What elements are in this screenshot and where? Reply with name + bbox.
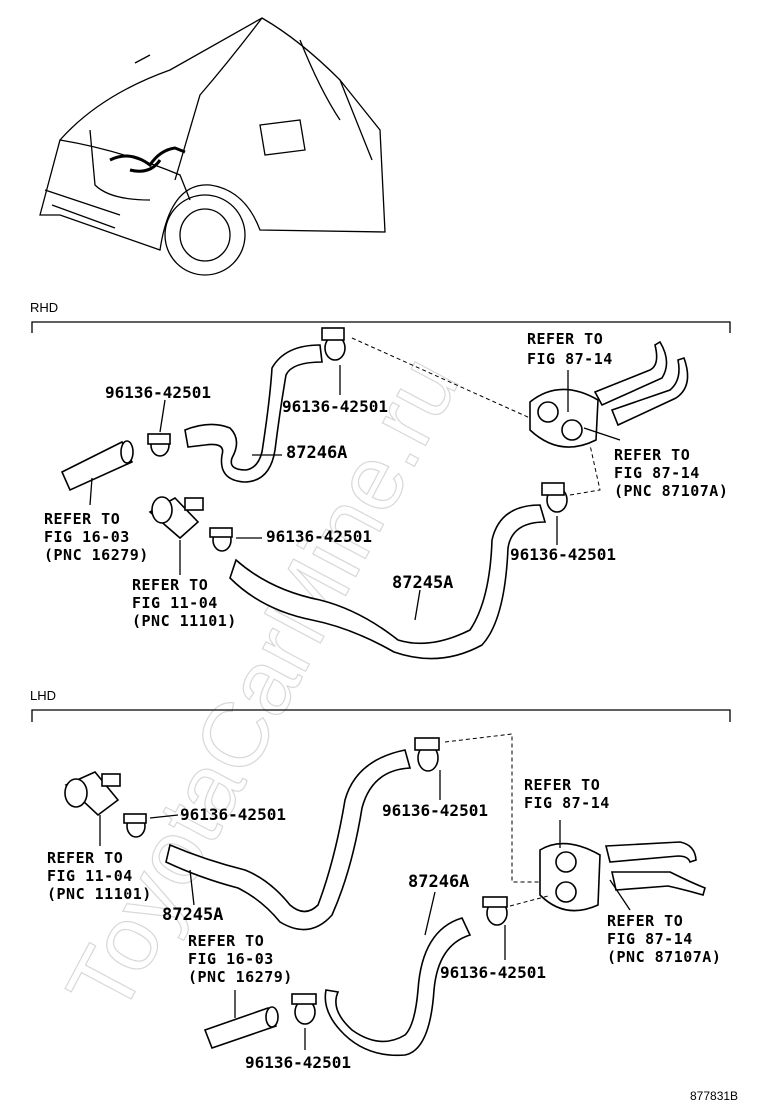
lhd-ref-pipe-2: FIG 87-14 xyxy=(607,930,693,948)
rhd-title: RHD xyxy=(30,300,58,315)
rhd-ref-block-3: (PNC 11101) xyxy=(132,612,237,630)
lhd-clamp-bottom-label: 96136-42501 xyxy=(245,1053,351,1072)
rhd-leaders xyxy=(89,365,621,621)
lhd-ref-block-3: (PNC 11101) xyxy=(47,885,152,903)
figure-id: 877831B xyxy=(690,1089,738,1103)
rhd-engine-pipe xyxy=(60,440,134,492)
lhd-hose-upper-label: 87246A xyxy=(408,872,469,892)
rhd-clamp-right xyxy=(541,482,568,513)
lhd-ref-pipe-1: REFER TO xyxy=(607,912,683,930)
rhd-hose-upper xyxy=(184,344,323,483)
lhd-hose-lower-label: 87245A xyxy=(162,905,223,925)
rhd-hose-upper-label: 87246A xyxy=(286,443,347,463)
rhd-heater-grommet xyxy=(529,388,599,448)
lhd-heater-pipes xyxy=(604,841,706,896)
lhd-title: LHD xyxy=(30,688,56,703)
lhd-guide-top xyxy=(444,733,540,883)
rhd-section: RHD xyxy=(30,300,731,660)
lhd-heater-grommet xyxy=(539,842,601,912)
rhd-ref-pipe-3: (PNC 87107A) xyxy=(614,482,728,500)
lhd-ref-engine-3: (PNC 16279) xyxy=(188,968,293,986)
rhd-ref-pipe-1: REFER TO xyxy=(614,446,690,464)
lhd-section: LHD xyxy=(30,688,731,1072)
rhd-guide-top xyxy=(351,337,531,419)
lhd-hose-upper xyxy=(324,917,472,1057)
lhd-clamp-mid-label: 96136-42501 xyxy=(440,963,546,982)
rhd-ref-heater-1: REFER TO xyxy=(527,330,603,348)
rhd-bracket xyxy=(31,321,731,333)
lhd-clamp-top-label: 96136-42501 xyxy=(382,801,488,820)
lhd-ref-heater-2: FIG 87-14 xyxy=(524,794,610,812)
lhd-ref-pipe-3: (PNC 87107A) xyxy=(607,948,721,966)
rhd-heater-pipes xyxy=(593,340,689,427)
rhd-ref-block-2: FIG 11-04 xyxy=(132,594,218,612)
rhd-clamp-left xyxy=(147,433,171,457)
rhd-ref-engine-2: FIG 16-03 xyxy=(44,528,130,546)
lhd-ref-engine-2: FIG 16-03 xyxy=(188,950,274,968)
car-illustration xyxy=(39,17,386,276)
rhd-clamp-mid-label: 96136-42501 xyxy=(266,527,372,546)
lhd-clamp-mid xyxy=(482,896,508,926)
lhd-hose-lower xyxy=(165,749,412,931)
rhd-guide-right xyxy=(569,444,601,496)
rhd-ref-engine-3: (PNC 16279) xyxy=(44,546,149,564)
rhd-block-fitting xyxy=(148,496,204,540)
rhd-hose-lower xyxy=(229,504,547,660)
lhd-engine-pipe xyxy=(203,1006,279,1050)
rhd-clamp-mid xyxy=(209,527,233,552)
lhd-ref-block-2: FIG 11-04 xyxy=(47,867,133,885)
lhd-clamp-left-label: 96136-42501 xyxy=(180,805,286,824)
rhd-ref-heater-2: FIG 87-14 xyxy=(527,350,613,368)
rhd-hose-lower-label: 87245A xyxy=(392,573,453,593)
lhd-clamp-top xyxy=(414,737,440,772)
rhd-clamp-right-label: 96136-42501 xyxy=(510,545,616,564)
rhd-clamp-left-label: 96136-42501 xyxy=(105,383,211,402)
lhd-leaders xyxy=(99,770,631,1050)
lhd-ref-block-1: REFER TO xyxy=(47,849,123,867)
rhd-ref-pipe-2: FIG 87-14 xyxy=(614,464,700,482)
rhd-clamp-top xyxy=(321,327,346,361)
lhd-bracket xyxy=(31,709,731,722)
lhd-ref-engine-1: REFER TO xyxy=(188,932,264,950)
lhd-ref-heater-1: REFER TO xyxy=(524,776,600,794)
rhd-ref-engine-1: REFER TO xyxy=(44,510,120,528)
lhd-clamp-bottom xyxy=(291,993,317,1025)
rhd-ref-block-1: REFER TO xyxy=(132,576,208,594)
lhd-block-fitting xyxy=(64,771,121,817)
rhd-clamp-top-label: 96136-42501 xyxy=(282,397,388,416)
lhd-clamp-left xyxy=(123,813,147,838)
